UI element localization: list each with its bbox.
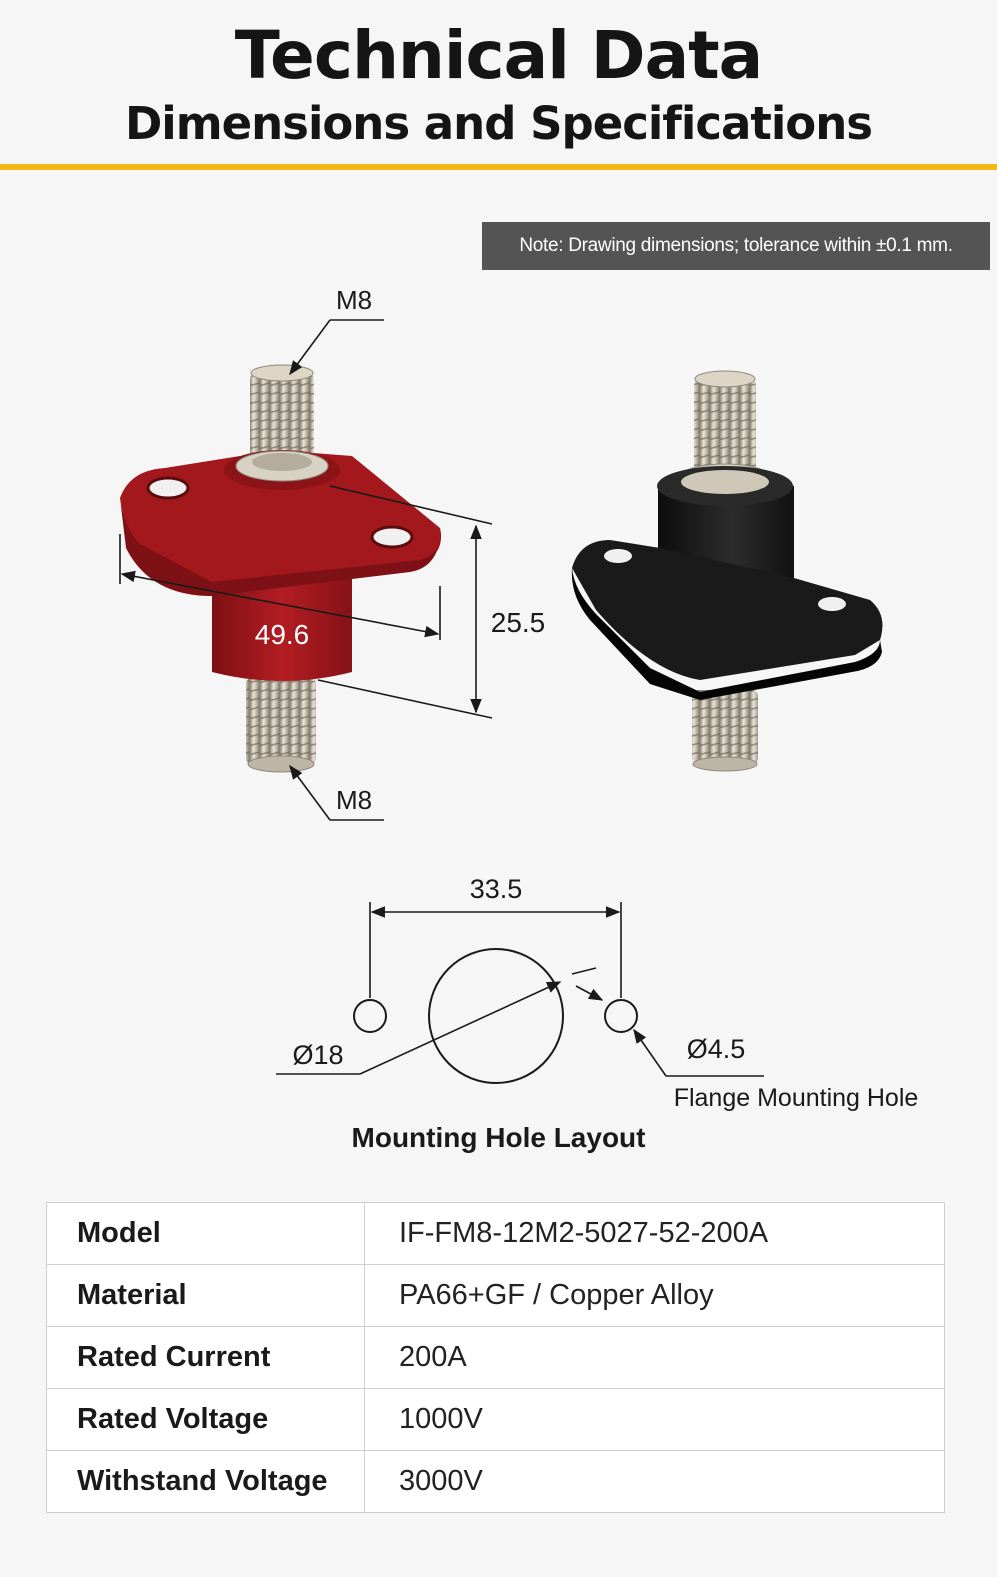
stud-top-label: M8 [336, 285, 372, 315]
page-title: Technical Data [234, 17, 763, 94]
center-diameter-label: Ø18 [292, 1040, 343, 1070]
table-row: Withstand Voltage 3000V [46, 1450, 945, 1513]
left-mounting-hole [353, 999, 387, 1033]
right-mounting-hole [604, 999, 638, 1033]
hole-diameter-label: Ø4.5 [687, 1034, 746, 1064]
height-dimension-label: 25.5 [491, 607, 546, 638]
center-hole [428, 948, 564, 1084]
spec-key: Model [46, 1202, 365, 1265]
width-dimension-label: 49.6 [255, 619, 310, 650]
bottom-stud [246, 678, 316, 764]
mounting-hole-diagram [276, 902, 764, 1084]
spec-key: Withstand Voltage [46, 1450, 365, 1513]
table-row: Rated Voltage 1000V [46, 1388, 945, 1451]
accent-divider [0, 164, 997, 170]
page-subtitle: Dimensions and Specifications [124, 97, 873, 150]
red-terminal [120, 364, 441, 773]
stud-bottom-label: M8 [336, 785, 372, 815]
table-row: Material PA66+GF / Copper Alloy [46, 1264, 945, 1327]
spec-key: Rated Current [46, 1326, 365, 1389]
table-row: Rated Current 200A [46, 1326, 945, 1389]
hole-caption: Flange Mounting Hole [674, 1084, 919, 1112]
table-row: Model IF-FM8-12M2-5027-52-200A [46, 1202, 945, 1265]
spec-key: Material [46, 1264, 365, 1327]
spec-value: 1000V [364, 1388, 945, 1451]
black-terminal [571, 370, 883, 772]
tolerance-note: Note: Drawing dimensions; tolerance with… [482, 222, 990, 270]
top-stud [250, 372, 314, 472]
dimension-lines [119, 319, 493, 821]
spec-value: 200A [364, 1326, 945, 1389]
spec-value: IF-FM8-12M2-5027-52-200A [364, 1202, 945, 1265]
spec-value: PA66+GF / Copper Alloy [364, 1264, 945, 1327]
spec-table: Model IF-FM8-12M2-5027-52-200A Material … [46, 1202, 945, 1513]
spec-key: Rated Voltage [46, 1388, 365, 1451]
layout-title: Mounting Hole Layout [351, 1122, 646, 1153]
spec-value: 3000V [364, 1450, 945, 1513]
hole-spacing-label: 33.5 [470, 874, 523, 904]
